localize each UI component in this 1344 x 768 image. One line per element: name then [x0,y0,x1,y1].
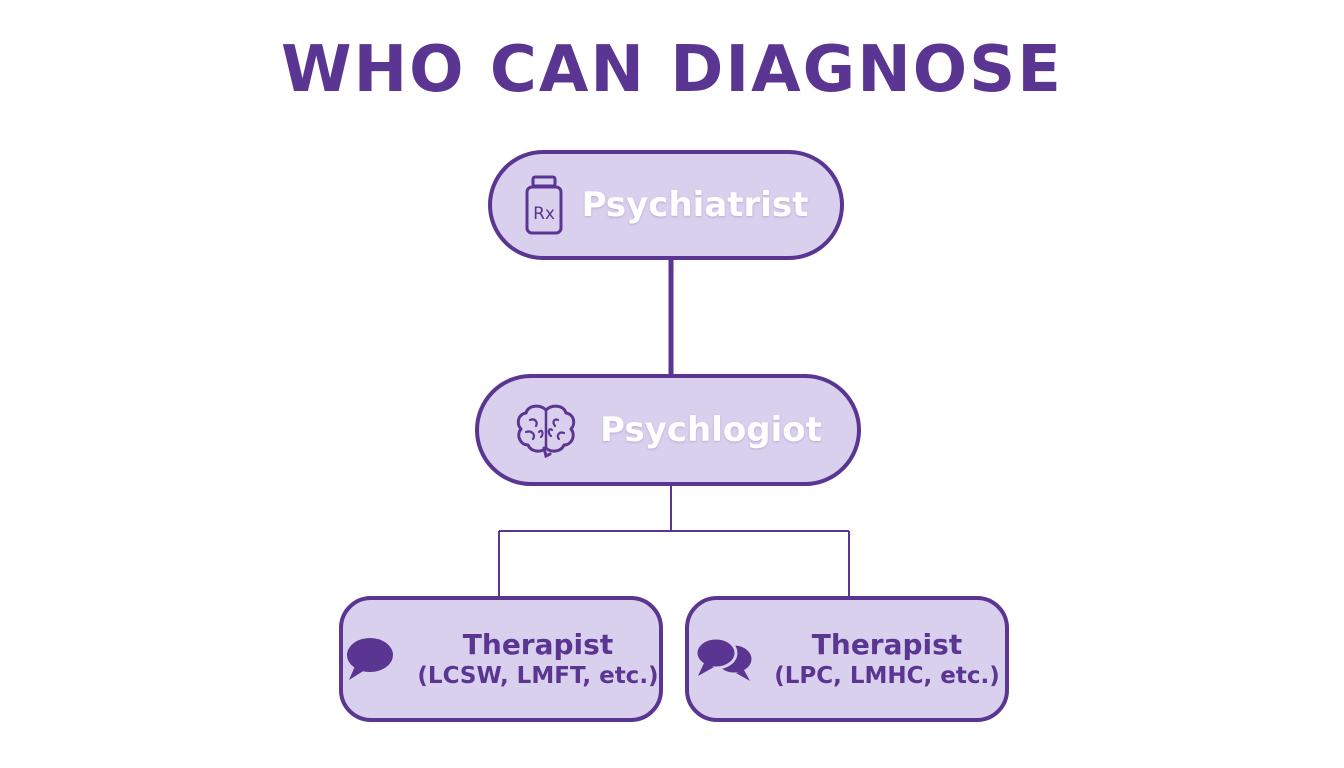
node-therapist-right: Therapist (LPC, LMHC, etc.) [685,596,1009,722]
brain-icon [514,402,578,458]
node-psychiatrist: Rx Psychiatrist [488,150,844,260]
node-therapist-left: Therapist (LCSW, LMFT, etc.) [339,596,663,722]
speech-bubble-icon [343,635,395,683]
node-psychiatrist-label: Psychiatrist [581,185,809,225]
page-title: WHO CAN DIAGNOSE [281,33,1063,107]
node-therapist-right-title: Therapist [811,628,963,662]
prescription-bottle-icon: Rx [524,175,564,235]
node-psychologist: Psychlogiot [475,374,861,486]
two-speech-bubbles-icon [694,634,756,684]
node-therapist-left-subtitle: (LCSW, LMFT, etc.) [417,663,659,690]
node-therapist-left-text: Therapist (LCSW, LMFT, etc.) [417,627,658,691]
node-psychologist-label: Psychlogiot [600,410,822,450]
node-therapist-right-text: Therapist (LPC, LMHC, etc.) [774,627,1000,691]
node-therapist-right-subtitle: (LPC, LMHC, etc.) [774,663,1000,690]
node-therapist-left-title: Therapist [462,628,614,662]
svg-text:Rx: Rx [533,204,555,224]
